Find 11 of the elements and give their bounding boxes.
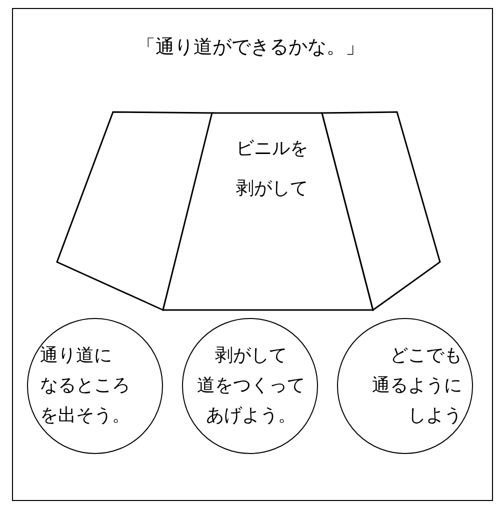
circle-shape xyxy=(27,318,163,454)
note-text: ビニルを剥がして xyxy=(235,137,309,201)
circle-shape xyxy=(182,318,318,454)
panel-shape xyxy=(56,111,214,312)
circle-shape xyxy=(337,318,473,454)
note-text: 剥がして道をつくってあげよう。 xyxy=(196,344,306,428)
title-text: 「通り道ができるかな。」 xyxy=(136,35,366,60)
note-text: 通り道になるところを出そう。 xyxy=(40,344,131,428)
panel-shape xyxy=(162,111,374,312)
note-text: どこでも通るようにしよう xyxy=(371,344,462,428)
panel-shape xyxy=(321,110,442,312)
